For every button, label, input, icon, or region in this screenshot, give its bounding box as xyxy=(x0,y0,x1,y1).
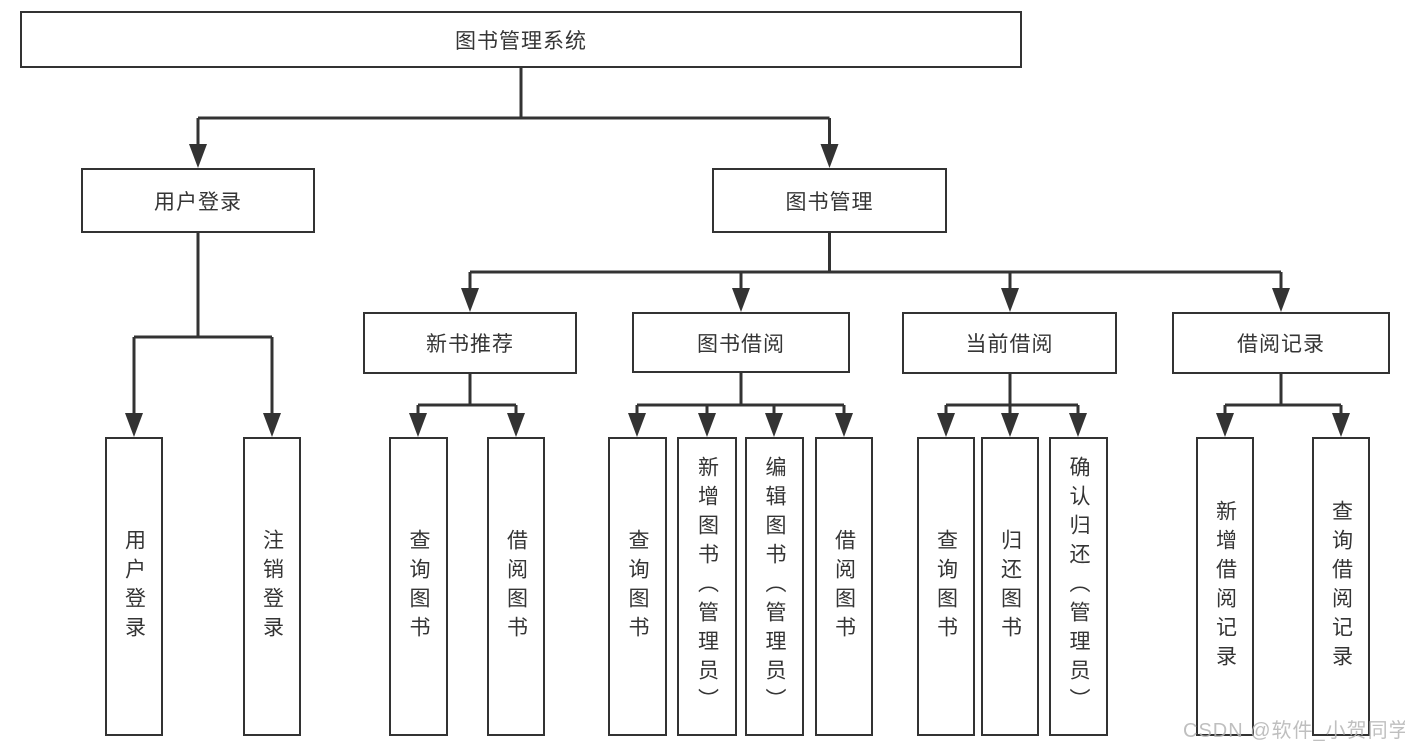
node-leaf-borrow-books-recommend: 借阅图书 xyxy=(487,437,545,736)
arrow-down-icon xyxy=(1332,413,1350,437)
node-label: 新增借阅记录 xyxy=(1213,499,1237,674)
node-label: 借阅图书 xyxy=(504,528,528,645)
node-label: 查询图书 xyxy=(626,528,649,645)
arrow-down-icon xyxy=(820,144,839,168)
arrow-down-icon xyxy=(189,144,207,168)
node-label: 编辑图书（管理员） xyxy=(763,456,786,717)
node-leaf-add-books-admin: 新增图书（管理员） xyxy=(677,437,737,736)
node-label: 当前借阅 xyxy=(965,333,1054,356)
node-label: 新书推荐 xyxy=(426,333,514,356)
arrow-down-icon xyxy=(765,413,783,437)
arrow-down-icon xyxy=(263,413,281,437)
arrow-down-icon xyxy=(125,413,143,437)
node-book-management-module: 图书管理 xyxy=(712,168,947,233)
node-label: 用户登录 xyxy=(154,190,242,214)
node-label: 注销登录 xyxy=(260,528,284,645)
node-system-root: 图书管理系统 xyxy=(20,11,1022,68)
node-leaf-user-login: 用户登录 xyxy=(105,437,163,736)
arrow-down-icon xyxy=(409,413,427,437)
arrow-down-icon xyxy=(1069,413,1087,437)
node-label: 借阅记录 xyxy=(1237,333,1325,356)
node-leaf-confirm-return-admin: 确认归还（管理员） xyxy=(1049,437,1108,736)
node-leaf-query-borrow-record: 查询借阅记录 xyxy=(1312,437,1370,736)
node-leaf-logout: 注销登录 xyxy=(243,437,301,736)
node-label: 查询图书 xyxy=(934,528,958,645)
arrow-down-icon xyxy=(1216,413,1234,437)
node-leaf-borrow-books: 借阅图书 xyxy=(815,437,873,736)
node-label: 用户登录 xyxy=(122,528,146,645)
node-leaf-return-books: 归还图书 xyxy=(981,437,1039,736)
arrow-down-icon xyxy=(698,413,716,437)
node-label: 查询借阅记录 xyxy=(1329,499,1353,674)
node-label: 借阅图书 xyxy=(832,528,856,645)
node-leaf-edit-books-admin: 编辑图书（管理员） xyxy=(745,437,804,736)
node-new-book-recommend: 新书推荐 xyxy=(363,312,577,374)
node-book-borrowing: 图书借阅 xyxy=(632,312,850,373)
node-label: 确认归还（管理员） xyxy=(1067,456,1090,717)
node-label: 图书借阅 xyxy=(697,332,785,356)
arrow-down-icon xyxy=(835,413,853,437)
arrow-down-icon xyxy=(507,413,525,437)
arrow-down-icon xyxy=(628,413,646,437)
node-leaf-add-borrow-record: 新增借阅记录 xyxy=(1196,437,1254,736)
node-user-login-module: 用户登录 xyxy=(81,168,315,233)
node-current-borrowing: 当前借阅 xyxy=(902,312,1117,374)
arrow-down-icon xyxy=(1001,288,1019,312)
arrow-down-icon xyxy=(461,288,479,312)
csdn-watermark: CSDN @软件_小贺同学 xyxy=(1183,720,1405,742)
node-label: 新增图书（管理员） xyxy=(695,456,719,717)
node-label: 归还图书 xyxy=(998,528,1022,645)
arrow-down-icon xyxy=(732,288,750,312)
node-leaf-query-books-recommend: 查询图书 xyxy=(389,437,448,736)
node-label: 查询图书 xyxy=(407,528,430,645)
arrow-down-icon xyxy=(937,413,955,437)
arrow-down-icon xyxy=(1272,288,1290,312)
node-leaf-query-books-current: 查询图书 xyxy=(917,437,975,736)
node-label: 图书管理系统 xyxy=(455,29,587,53)
node-borrow-records: 借阅记录 xyxy=(1172,312,1390,374)
arrow-down-icon xyxy=(1001,413,1019,437)
node-label: 图书管理 xyxy=(785,190,874,214)
node-leaf-query-books: 查询图书 xyxy=(608,437,667,736)
